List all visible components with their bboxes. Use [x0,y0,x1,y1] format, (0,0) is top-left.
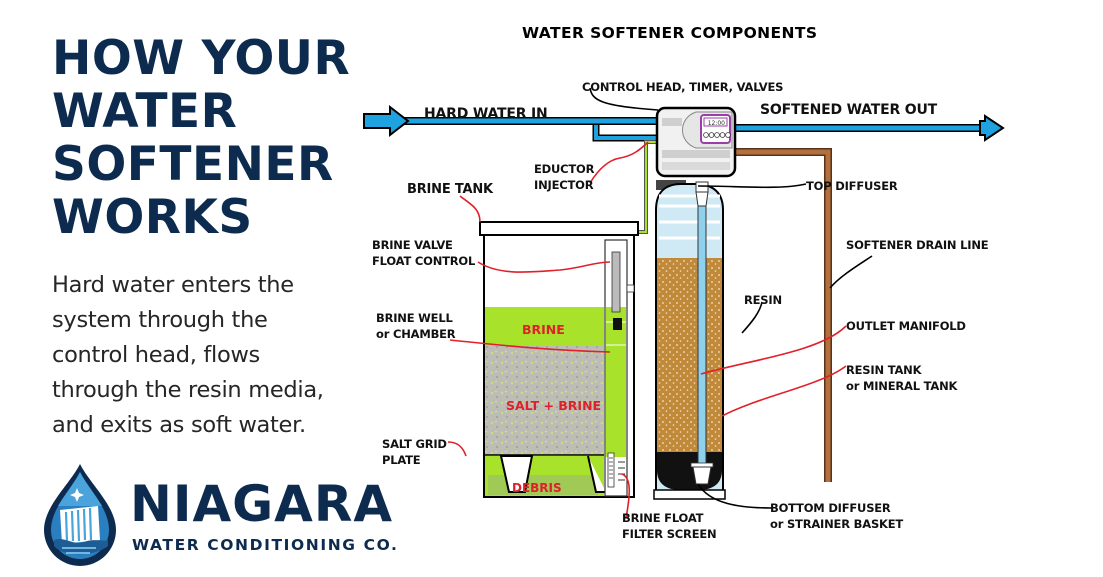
label-line: or CHAMBER [376,327,456,341]
waterdrop-waterfall-icon [44,464,116,566]
label-drain-line: SOFTENER DRAIN LINE [846,238,989,252]
brand-name: NIAGARA [130,475,394,533]
label-softened-water-out: SOFTENED WATER OUT [760,102,937,118]
label-hard-water-in: HARD WATER IN [424,106,548,122]
label-line: RESIN TANK [846,363,922,377]
label-top-diffuser: TOP DIFFUSER [806,179,898,193]
description-line: control head, flows [52,342,260,368]
description-line: system through the [52,307,268,333]
diagram-title: WATER SOFTENER COMPONENTS [522,24,818,42]
headline: HOW YOUR WATER SOFTENER WORKS [52,32,350,244]
description-line: Hard water enters the [52,272,294,298]
label-line: FLOAT CONTROL [372,254,476,268]
label-line: SALT GRID [382,437,447,451]
zone-label-salt-brine: SALT + BRINE [506,398,602,413]
outlet-pipe [730,114,1005,142]
resin-tank [653,180,726,500]
left-panel: HOW YOUR WATER SOFTENER WORKS Hard water… [0,0,397,577]
headline-line: WATER [52,84,238,139]
label-line: FILTER SCREEN [622,527,717,541]
control-head: 12:00 [655,106,737,178]
label-brine-tank: BRINE TANK [407,182,493,197]
inlet-arrow-icon [363,104,410,138]
label-control-head: CONTROL HEAD, TIMER, VALVES [582,80,784,94]
drain-line [710,148,832,482]
label-resin-tank: RESIN TANK or MINERAL TANK [846,362,957,394]
zone-label-brine: BRINE [522,322,565,337]
brand-tagline: WATER CONDITIONING CO. [132,536,399,554]
label-line: INJECTOR [534,178,594,192]
label-brine-float: BRINE FLOAT FILTER SCREEN [622,510,717,542]
label-line: BRINE FLOAT [622,511,704,525]
diagram-drawing: 12:00 [363,87,1005,519]
description: Hard water enters the system through the… [52,268,372,443]
leader-lines [447,87,873,519]
description-line: through the resin media, [52,377,324,403]
label-outlet-manifold: OUTLET MANIFOLD [846,319,966,333]
softener-diagram: 12:00 [360,0,1103,577]
label-line: EDUCTOR [534,162,595,176]
label-line: BOTTOM DIFFUSER [770,501,891,515]
description-line: and exits as soft water. [52,412,306,438]
brine-tank [479,221,639,498]
label-brine-well: BRINE WELL or CHAMBER [376,310,456,342]
label-brine-valve: BRINE VALVE FLOAT CONTROL [372,237,475,269]
zone-label-debris: DEBRIS [512,481,562,495]
label-line: or STRAINER BASKET [770,517,904,531]
brand-logo: NIAGARA WATER CONDITIONING CO. [40,462,400,572]
label-resin: RESIN [744,293,782,307]
label-line: BRINE VALVE [372,238,453,252]
label-salt-grid: SALT GRID PLATE [382,436,447,468]
outlet-arrow-icon [979,114,1005,142]
label-line: or MINERAL TANK [846,379,958,393]
controller-display: 12:00 [708,120,725,127]
label-line: BRINE WELL [376,311,453,325]
label-line: PLATE [382,453,421,467]
headline-line: HOW YOUR [52,31,351,86]
label-eductor-injector: EDUCTOR INJECTOR [534,161,594,193]
headline-line: WORKS [52,190,253,245]
label-bottom-diffuser: BOTTOM DIFFUSER or STRAINER BASKET [770,500,903,532]
headline-line: SOFTENER [52,137,334,192]
inlet-pipe [363,104,658,142]
